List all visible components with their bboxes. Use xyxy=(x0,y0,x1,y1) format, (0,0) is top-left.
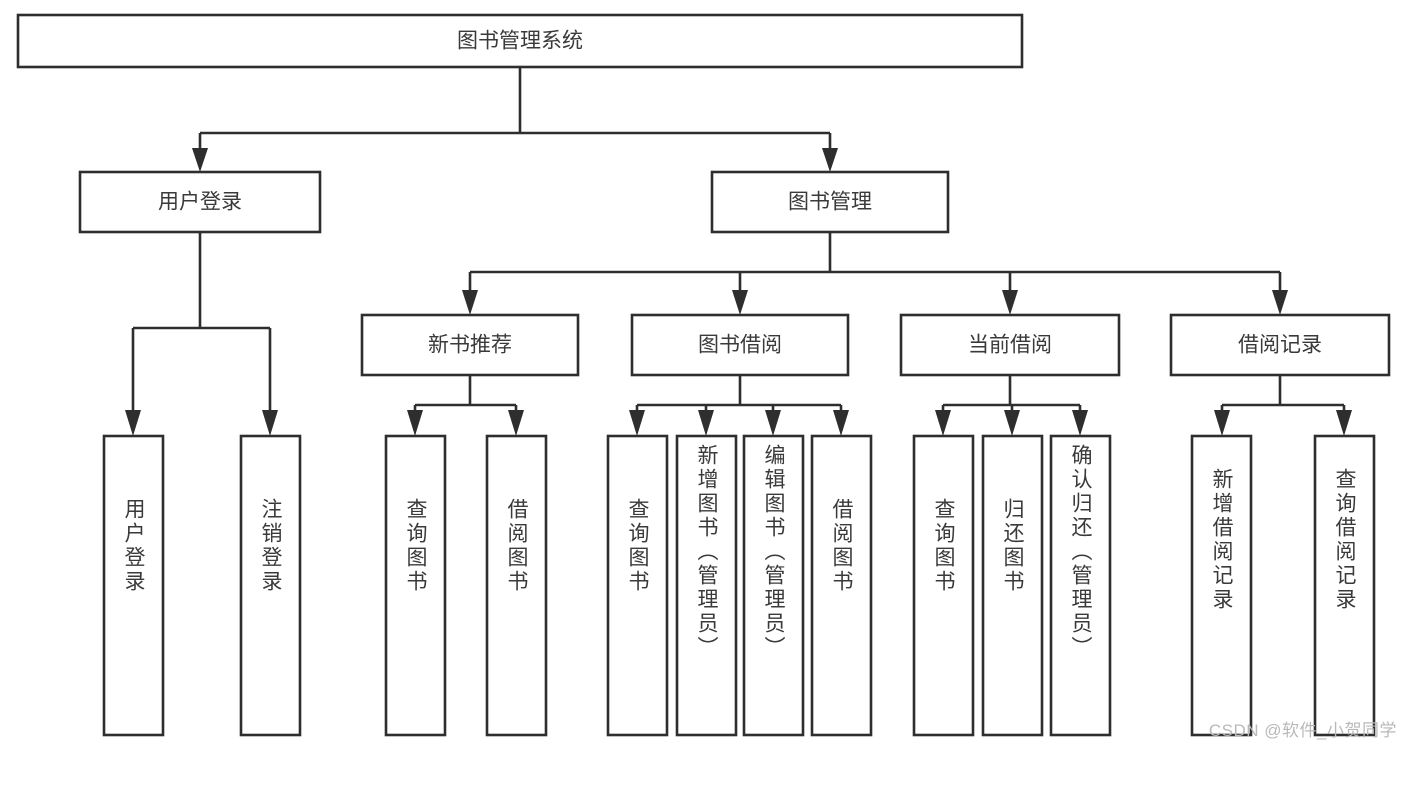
node-borrow-record[interactable]: 借阅记录 xyxy=(1169,313,1391,377)
arrowhead-root-to-book xyxy=(822,148,838,172)
leaf-box-return-book[interactable] xyxy=(981,434,1044,737)
node-current-borrow-label: 当前借阅 xyxy=(968,334,1052,357)
node-book-management-label: 图书管理 xyxy=(788,191,872,214)
node-book-borrow-box[interactable] xyxy=(630,313,850,377)
node-root[interactable]: 图书管理系统 xyxy=(16,13,1024,69)
leaf-box-add-book-admin[interactable] xyxy=(675,434,738,737)
node-user-login-label: 用户登录 xyxy=(158,191,242,214)
arrowhead-book-to-borrow xyxy=(732,290,748,315)
leaf-box-borrow-book[interactable] xyxy=(810,434,873,737)
flowchart-svg: 图书管理系统 用户登录 图书管理 新书推荐 图书借阅 当前借阅 借阅记录 xyxy=(16,13,1391,737)
node-book-management-box[interactable] xyxy=(710,170,950,234)
arrowhead-new-leaf2 xyxy=(508,410,524,436)
arrowhead-book-to-new xyxy=(462,290,478,315)
node-user-login[interactable]: 用户登录 xyxy=(78,170,322,234)
arrowhead-new-leaf1 xyxy=(407,410,423,436)
node-root-box[interactable] xyxy=(16,13,1024,69)
arrowhead-current-leaf1 xyxy=(935,410,951,436)
csdn-watermark: CSDN @软件_小贺同学 xyxy=(1208,721,1397,740)
node-book-borrow[interactable]: 图书借阅 xyxy=(630,313,850,377)
arrowhead-borrow-leaf2 xyxy=(698,410,714,436)
leaf-box-query-book-current[interactable] xyxy=(912,434,975,737)
node-book-management[interactable]: 图书管理 xyxy=(710,170,950,234)
node-borrow-record-box[interactable] xyxy=(1169,313,1391,377)
flowchart-canvas: 图书管理系统 用户登录 图书管理 新书推荐 图书借阅 当前借阅 借阅记录 xyxy=(16,13,1397,740)
leaf-box-confirm-return-admin[interactable] xyxy=(1049,434,1112,737)
arrowhead-borrow-leaf3 xyxy=(765,410,781,436)
leaf-box-borrow-book-new[interactable] xyxy=(485,434,548,737)
arrowhead-record-leaf1 xyxy=(1214,410,1230,436)
node-new-book-recommend[interactable]: 新书推荐 xyxy=(360,313,580,377)
node-root-label: 图书管理系统 xyxy=(457,30,583,53)
leaf-box-query-borrow-record[interactable] xyxy=(1313,434,1376,737)
connector-group xyxy=(125,67,1352,436)
leaf-box-logout[interactable] xyxy=(239,434,302,737)
arrowhead-record-leaf2 xyxy=(1336,410,1352,436)
arrowhead-user-leaf1 xyxy=(125,410,141,436)
leaf-box-group xyxy=(102,434,1376,737)
arrowhead-root-to-user xyxy=(192,148,208,172)
node-new-book-recommend-label: 新书推荐 xyxy=(428,334,512,357)
node-current-borrow[interactable]: 当前借阅 xyxy=(899,313,1121,377)
leaf-box-query-book-borrow[interactable] xyxy=(606,434,669,737)
arrowhead-book-to-current xyxy=(1002,290,1018,315)
node-book-borrow-label: 图书借阅 xyxy=(698,334,782,357)
arrowhead-borrow-leaf4 xyxy=(833,410,849,436)
arrowhead-user-leaf2 xyxy=(262,410,278,436)
arrowhead-borrow-leaf1 xyxy=(629,410,645,436)
leaf-box-edit-book-admin[interactable] xyxy=(742,434,805,737)
node-borrow-record-label: 借阅记录 xyxy=(1238,334,1322,357)
node-current-borrow-box[interactable] xyxy=(899,313,1121,377)
leaf-box-add-borrow-record[interactable] xyxy=(1190,434,1253,737)
node-new-book-recommend-box[interactable] xyxy=(360,313,580,377)
node-user-login-box[interactable] xyxy=(78,170,322,234)
leaf-box-query-book-new[interactable] xyxy=(384,434,447,737)
arrowhead-current-leaf3 xyxy=(1072,410,1088,436)
arrowhead-book-to-record xyxy=(1272,290,1288,315)
arrowhead-current-leaf2 xyxy=(1004,410,1020,436)
leaf-box-user-login[interactable] xyxy=(102,434,165,737)
